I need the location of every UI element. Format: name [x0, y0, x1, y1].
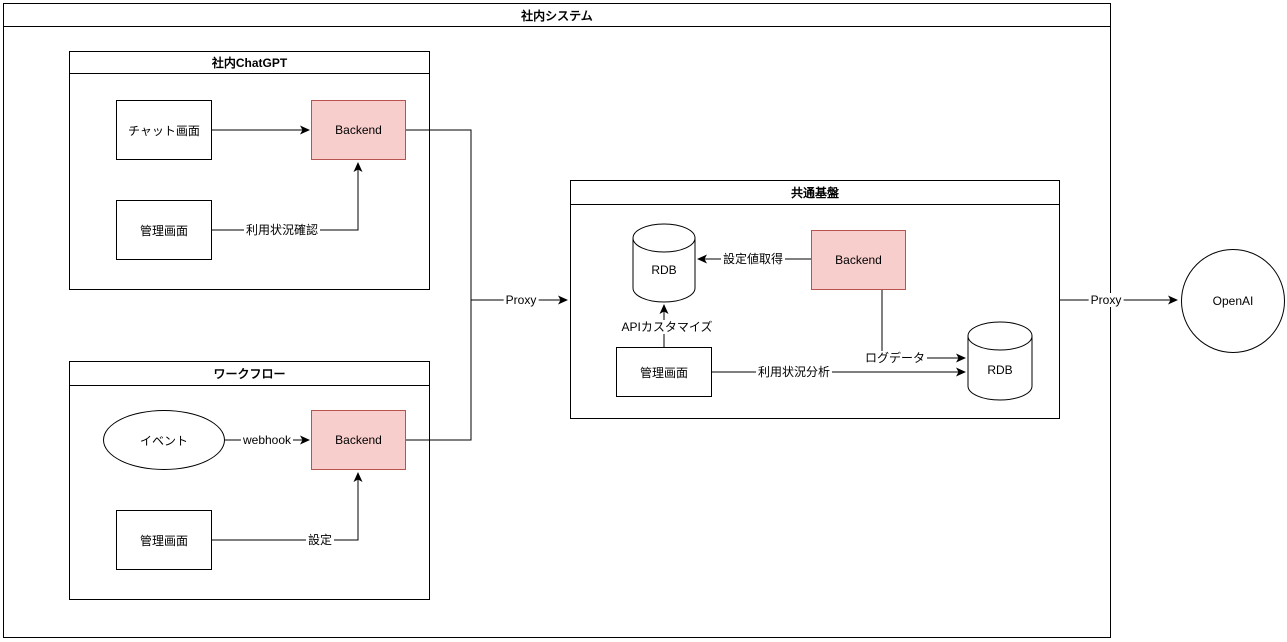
edge-label-usage-check: 利用状況確認 — [243, 223, 321, 237]
node-workflow-backend: Backend — [311, 410, 406, 470]
node-common-backend: Backend — [811, 230, 906, 290]
config-rdb-label: RDB — [651, 263, 677, 277]
node-chatgpt-backend: Backend — [311, 100, 406, 160]
node-openai-circle: OpenAI — [1181, 249, 1285, 353]
edge-label-settings: 設定 — [305, 533, 335, 547]
node-common-admin: 管理画面 — [616, 347, 712, 397]
container-internal-system-title: 社内システム — [4, 4, 1110, 27]
node-chat-screen-label: チャット画面 — [128, 123, 200, 138]
node-workflow-admin: 管理画面 — [116, 510, 212, 570]
log-rdb-label: RDB — [987, 363, 1013, 377]
node-event-label: イベント — [139, 433, 188, 448]
node-event-ellipse: イベント — [103, 410, 225, 470]
node-chat-screen: チャット画面 — [116, 100, 212, 160]
node-common-admin-label: 管理画面 — [639, 365, 688, 380]
edge-label-log-data: ログデータ — [862, 351, 928, 365]
node-workflow-backend-label: Backend — [335, 433, 382, 447]
container-internal-chatgpt-title: 社内ChatGPT — [70, 52, 429, 74]
edge-label-api-customize: APIカスタマイズ — [619, 320, 715, 334]
node-chatgpt-backend-label: Backend — [335, 123, 382, 137]
node-openai-label: OpenAI — [1212, 294, 1254, 308]
node-common-backend-label: Backend — [835, 253, 882, 267]
node-workflow-admin-label: 管理画面 — [139, 533, 188, 548]
container-common-platform-title: 共通基盤 — [571, 181, 1059, 205]
edge-label-config-fetch: 設定値取得 — [720, 252, 786, 266]
edge-label-proxy-in: Proxy — [503, 293, 539, 307]
node-chatgpt-admin: 管理画面 — [116, 200, 212, 260]
container-workflow-title: ワークフロー — [70, 362, 429, 386]
edge-label-usage-analysis: 利用状況分析 — [755, 365, 833, 379]
edge-label-webhook: webhook — [240, 433, 294, 447]
node-chatgpt-admin-label: 管理画面 — [139, 223, 188, 238]
edge-label-proxy-out: Proxy — [1088, 293, 1124, 307]
